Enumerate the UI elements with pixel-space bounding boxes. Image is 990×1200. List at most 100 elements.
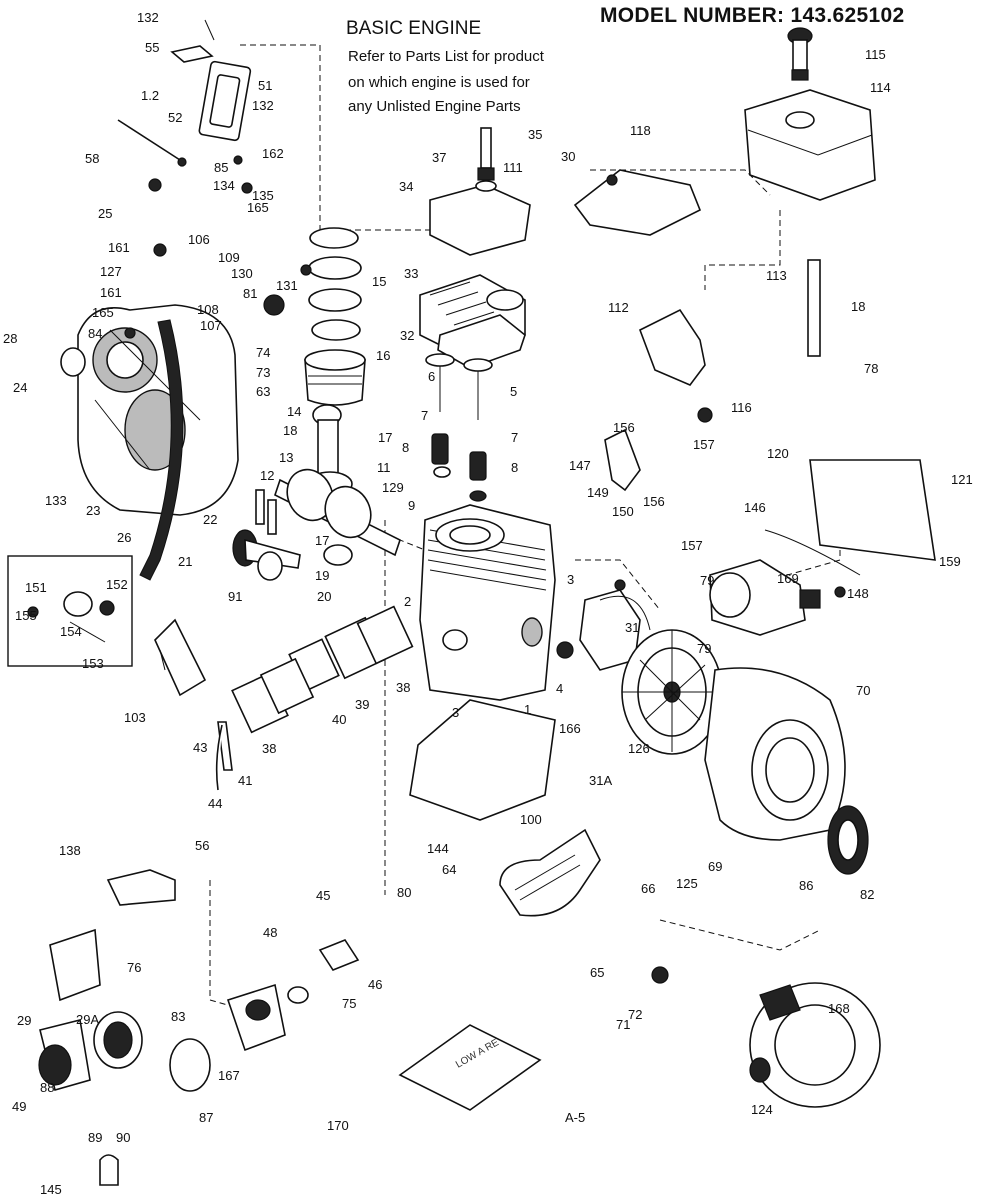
part-callout: 108 <box>197 302 219 317</box>
part-callout: 49 <box>12 1099 26 1114</box>
part-callout: 35 <box>528 127 542 142</box>
cylinder-shield <box>499 828 601 917</box>
part-callout: 113 <box>766 268 787 283</box>
camshaft <box>232 529 301 581</box>
part-callout: 146 <box>744 500 766 515</box>
part-callout: 13 <box>279 450 293 465</box>
part-callout: 11 <box>377 460 391 475</box>
part-callout: 161 <box>108 240 130 255</box>
part-callout: 79 <box>700 573 714 588</box>
part-callout: 144 <box>427 841 449 856</box>
part-callout: 1 <box>524 702 531 717</box>
part-callout: 43 <box>193 740 207 755</box>
cover-gasket <box>139 319 184 581</box>
carburetor-adapter <box>169 1038 211 1092</box>
part-callout: 157 <box>681 538 703 553</box>
part-callout: 116 <box>731 400 752 415</box>
part-callout: 20 <box>317 589 331 604</box>
part-callout: 63 <box>256 384 270 399</box>
part-callout: 12 <box>260 468 274 483</box>
part-callout: 152 <box>106 577 128 592</box>
part-callout: 16 <box>376 348 390 363</box>
note-line-2: on which engine is used for <box>348 74 530 91</box>
valves <box>425 353 493 420</box>
part-callout: 8 <box>402 440 409 455</box>
governor-link <box>117 119 181 161</box>
fuel-cap <box>787 27 813 81</box>
part-callout: 18 <box>851 299 865 314</box>
part-callout: 17 <box>315 533 329 548</box>
air-filter-housing <box>38 1019 91 1091</box>
air-deflector <box>429 184 531 256</box>
part-callout: 165 <box>92 305 114 320</box>
part-callout: 19 <box>315 568 329 583</box>
part-callout: 165 <box>247 200 269 215</box>
part-callout: 86 <box>799 878 813 893</box>
part-callout: 153 <box>82 656 104 671</box>
part-callout: 114 <box>870 80 891 95</box>
part-callout: 3 <box>452 705 459 720</box>
part-callout: 29 <box>17 1013 31 1028</box>
part-callout: 167 <box>218 1068 240 1083</box>
muffler-guard <box>809 459 936 561</box>
part-callout: 64 <box>442 862 456 877</box>
part-callout: 52 <box>168 110 182 125</box>
part-callout: 33 <box>404 266 418 281</box>
fuel-tank <box>744 89 876 201</box>
part-callout: 85 <box>214 160 228 175</box>
part-callout: 66 <box>641 881 655 896</box>
part-callout: 82 <box>860 887 874 902</box>
part-callout: 149 <box>587 485 609 500</box>
engine-base-gasket <box>409 699 556 821</box>
diagram-title: BASIC ENGINE <box>346 18 482 39</box>
part-callout: 56 <box>195 838 209 853</box>
part-callout: 109 <box>218 250 240 265</box>
piston-rings <box>308 227 362 341</box>
air-filter-element <box>93 1011 143 1069</box>
part-callout: 81 <box>243 286 257 301</box>
part-callout: 106 <box>188 232 210 247</box>
intake-seal <box>287 986 309 1004</box>
part-callout: 39 <box>355 697 369 712</box>
part-callout: 51 <box>258 78 272 93</box>
part-callout: 107 <box>200 318 222 333</box>
part-callout: 115 <box>865 47 886 62</box>
part-callout: 55 <box>145 40 159 55</box>
cylinder-block <box>419 504 556 701</box>
part-callout: 75 <box>342 996 356 1011</box>
part-callout: 87 <box>199 1110 213 1125</box>
part-callout: 91 <box>228 589 242 604</box>
starter-wire <box>764 529 861 576</box>
part-callout: 3 <box>567 572 574 587</box>
part-callout: 135 <box>252 188 274 203</box>
part-callout: 88 <box>40 1080 54 1095</box>
part-callout: 134 <box>213 178 235 193</box>
tappet <box>255 489 265 525</box>
part-callout: 126 <box>628 741 650 756</box>
part-callout: 147 <box>569 458 591 473</box>
part-callout: 80 <box>397 885 411 900</box>
part-callout: 69 <box>708 859 722 874</box>
part-callout: 21 <box>178 554 192 569</box>
note-line-1: Refer to Parts List for product <box>348 48 544 65</box>
control-bracket <box>604 428 641 492</box>
part-callout: 151 <box>25 580 47 595</box>
part-callout: 169 <box>777 571 799 586</box>
flywheel <box>621 629 723 755</box>
part-callout: 156 <box>643 494 665 509</box>
part-callout: 120 <box>767 446 789 461</box>
part-callout: 72 <box>628 1007 642 1022</box>
part-callout: 155 <box>15 608 37 623</box>
crankshaft <box>274 468 401 557</box>
part-callout: 4 <box>556 681 563 696</box>
part-callout: 1.2 <box>141 88 159 103</box>
part-callout: 38 <box>396 680 410 695</box>
part-callout: 41 <box>238 773 252 788</box>
part-callout: 168 <box>828 1001 850 1016</box>
fasteners <box>124 155 846 984</box>
breather-tube <box>99 1154 119 1186</box>
part-callout: 25 <box>98 206 112 221</box>
part-callout: 76 <box>127 960 141 975</box>
part-callout: 121 <box>951 472 973 487</box>
part-callout: 31 <box>625 620 639 635</box>
